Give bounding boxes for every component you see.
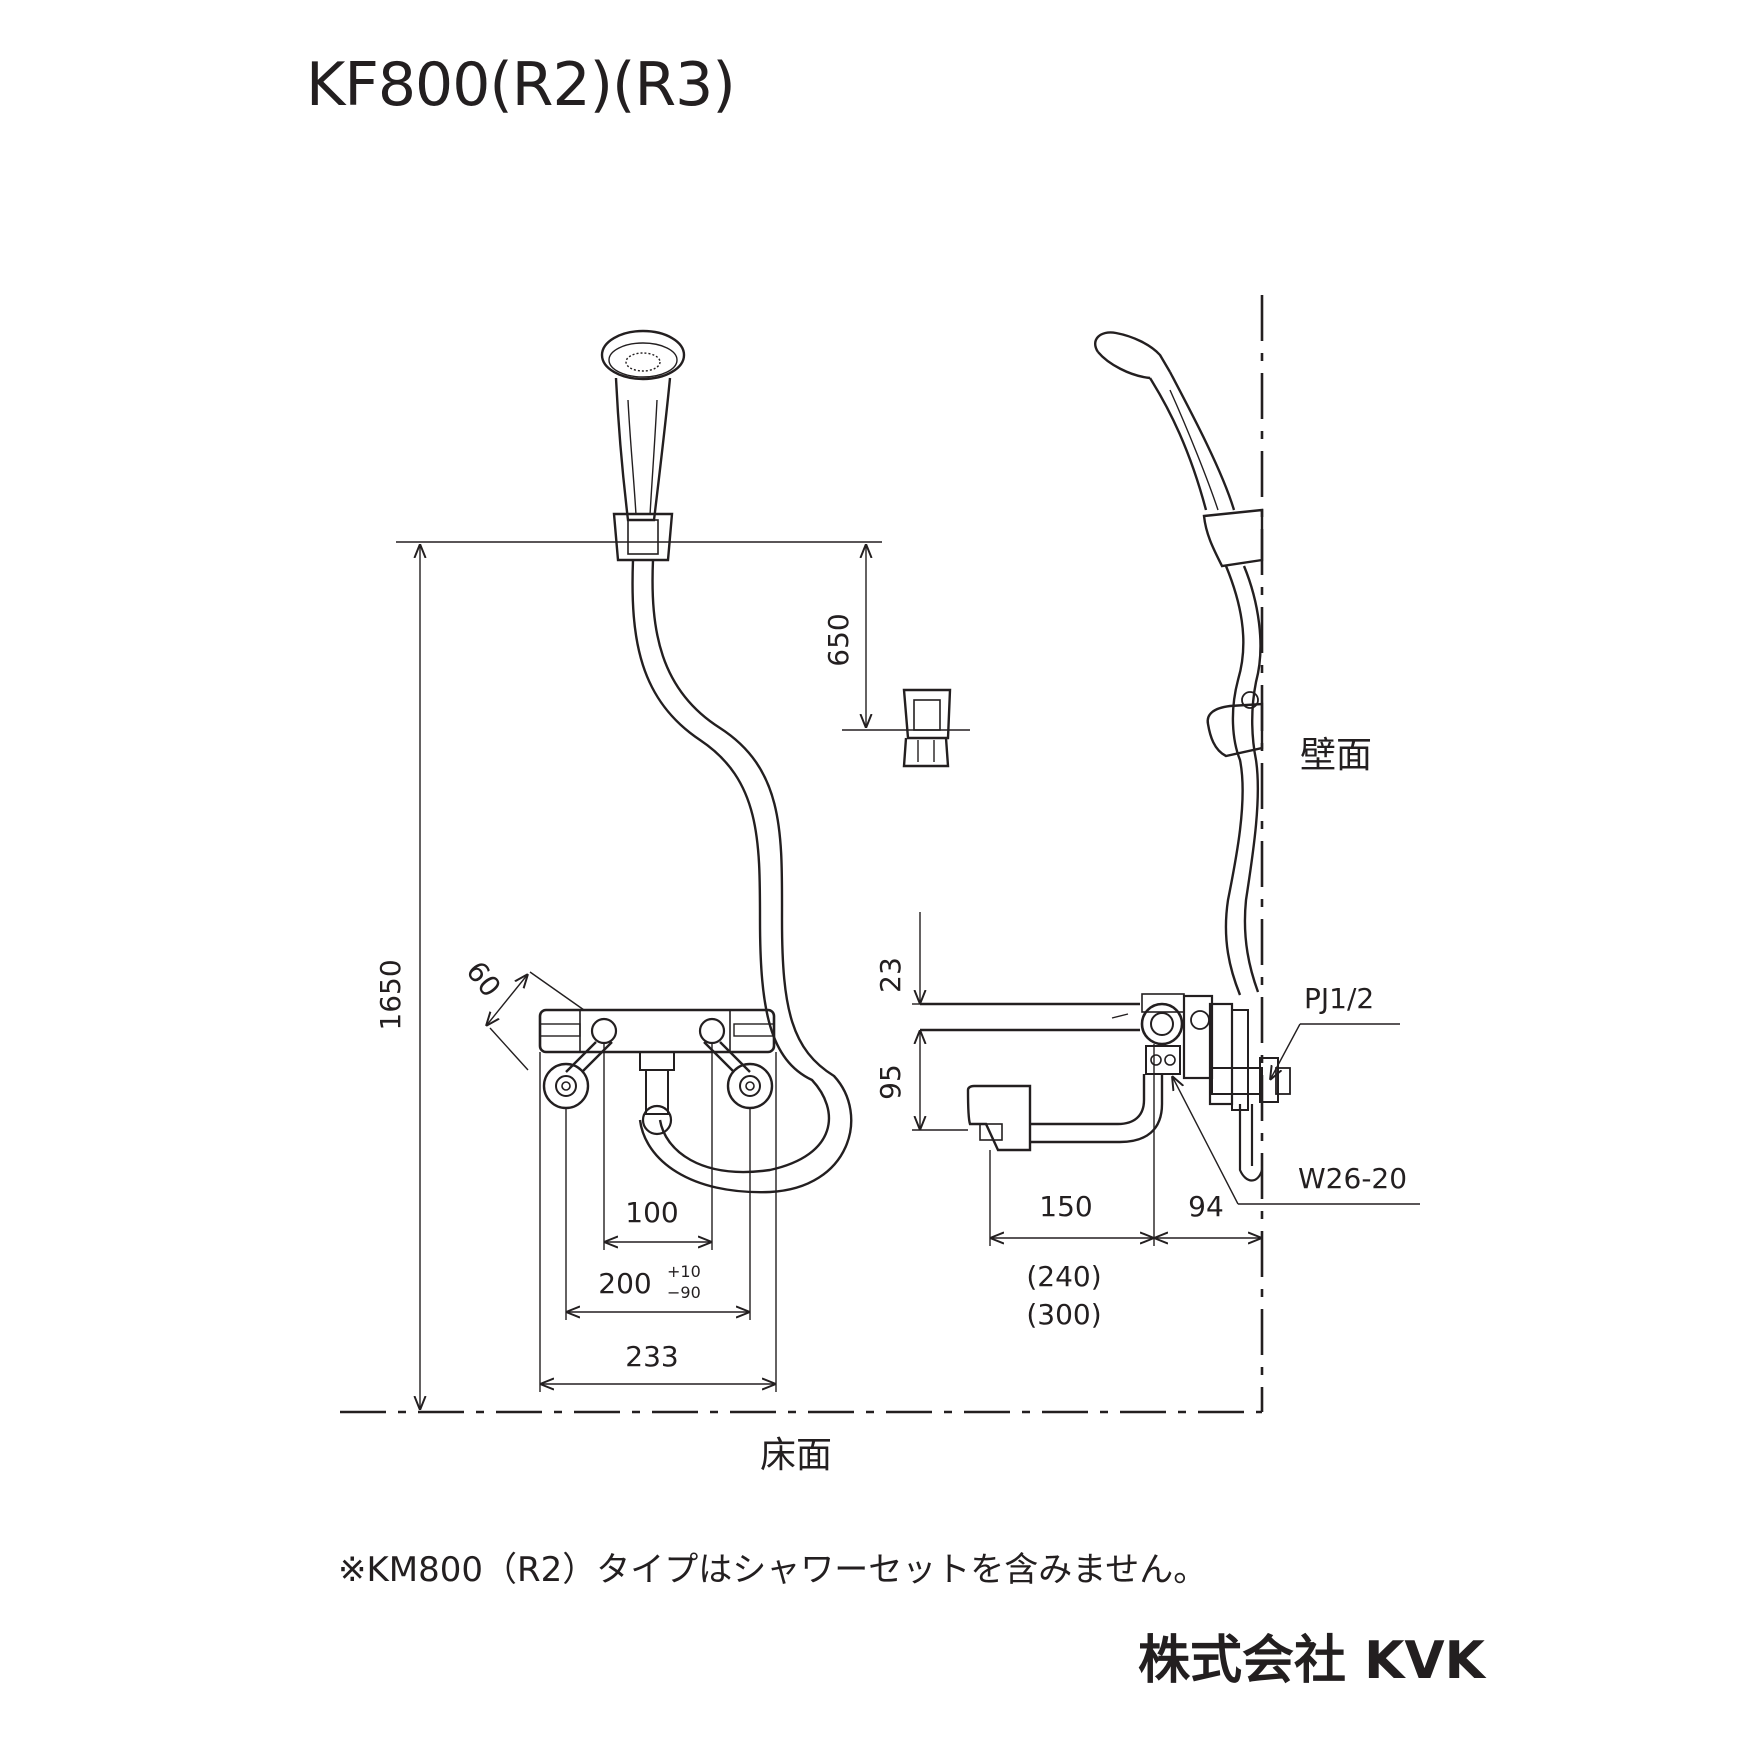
dim-300: (300) <box>1026 1298 1101 1331</box>
dim-150: 150 <box>1039 1190 1092 1223</box>
dim-200-tol-plus: +10 <box>667 1262 701 1281</box>
dim-60: 60 <box>460 955 508 1003</box>
dim-200: 200 <box>598 1267 651 1300</box>
side-dimensions: 23 95 150 94 (240) (300) PJ1/2 W26-20 <box>874 912 1420 1331</box>
dim-23: 23 <box>874 957 907 993</box>
dim-200-tol-minus: −90 <box>667 1283 701 1302</box>
dim-233: 233 <box>625 1340 678 1373</box>
dim-94: 94 <box>1188 1190 1224 1223</box>
floor-label: 床面 <box>760 1435 832 1476</box>
dim-95: 95 <box>874 1064 907 1100</box>
brand-logo: 株式会社 KVK <box>1138 1631 1485 1691</box>
side-mixer-body <box>920 993 1291 1182</box>
dim-1650: 1650 <box>374 959 407 1030</box>
side-shower <box>1094 331 1264 996</box>
drawing-title: KF800(R2)(R3) <box>306 50 736 120</box>
dim-650: 650 <box>822 613 855 666</box>
dim-240: (240) <box>1026 1260 1101 1293</box>
callout-pj: PJ1/2 <box>1304 982 1374 1015</box>
hose-hook <box>902 688 952 768</box>
front-mixer-body <box>538 1008 776 1136</box>
front-shower-head <box>600 329 686 562</box>
front-hose <box>631 559 853 1194</box>
callout-w: W26-20 <box>1298 1162 1407 1195</box>
dim-100: 100 <box>625 1196 678 1229</box>
footnote: ※KM800（R2）タイプはシャワーセットを含みません。 <box>338 1550 1208 1590</box>
wall-label: 壁面 <box>1300 735 1372 776</box>
